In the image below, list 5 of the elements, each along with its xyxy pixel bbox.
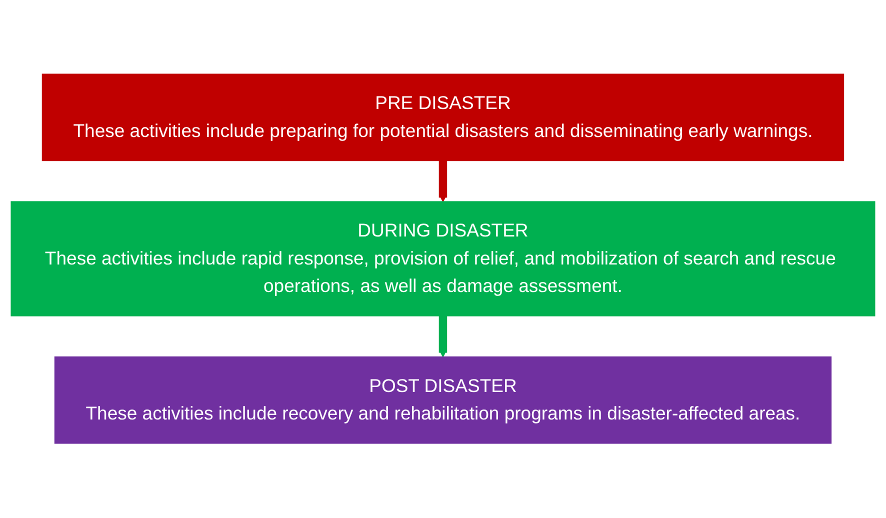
arrow [438,160,448,202]
node-box: PRE DISASTER These activities include preparing for potential disasters and disseminating early warnings. [42,74,844,162]
node-box: POST DISASTER These activities include recovery and rehabilitation programs in disaster-affected areas. [54,356,832,444]
arrow [438,315,448,358]
node-box: DURING DISASTER These activities include rapid response, provision of relief, and mobilization of search and rescue operations, as well as damage assessment. [10,201,876,317]
